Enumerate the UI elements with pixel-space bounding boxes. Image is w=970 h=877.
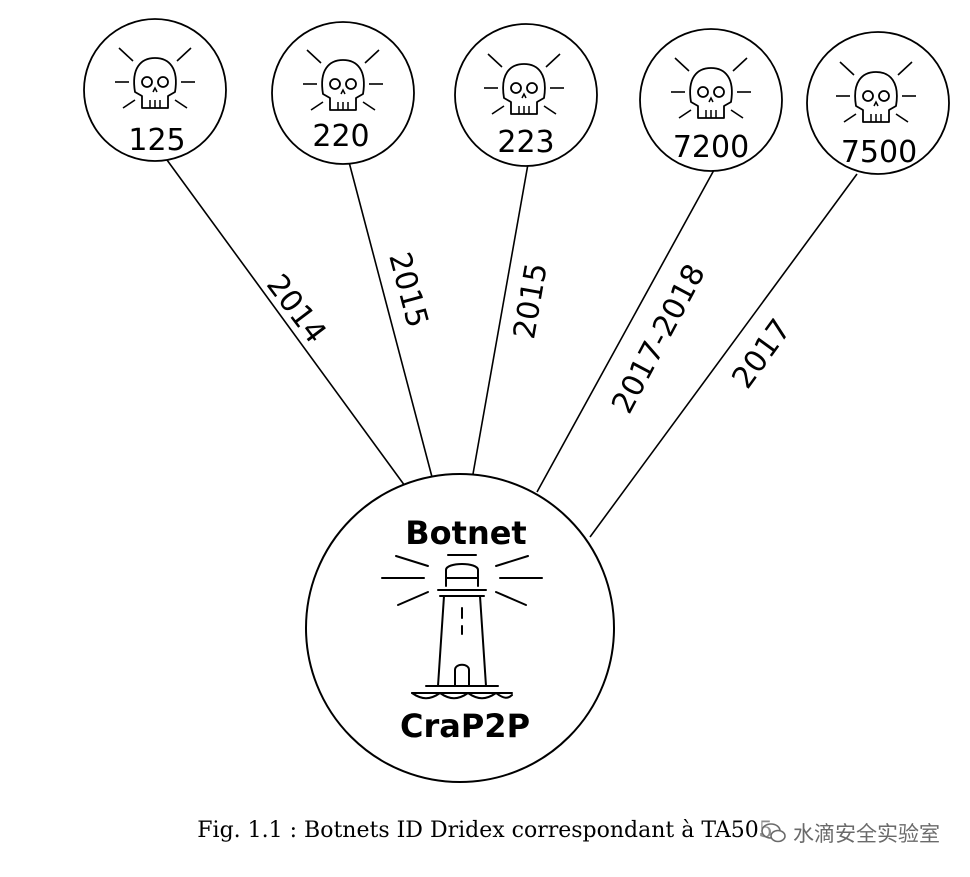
watermark-text: 水滴安全实验室 [793,822,940,846]
edge-7200 [536,169,715,493]
node-label-223: 223 [497,125,554,160]
node-125: 125 [83,18,227,162]
node-label-125: 125 [128,123,185,158]
node-223: 223 [454,23,598,167]
center-node: Botnet [305,473,615,783]
edge-223 [472,163,529,475]
center-title: Botnet [405,514,526,552]
edge-label-2015-b: 2015 [507,260,555,341]
figure-caption: Fig. 1.1 : Botnets ID Dridex corresponda… [0,818,970,843]
wechat-icon [761,823,786,843]
edge-125 [166,159,406,487]
node-220: 220 [271,21,415,165]
node-label-7500: 7500 [841,135,917,170]
watermark: 水滴安全实验室 [761,818,940,848]
edge-7500 [589,173,858,538]
lighthouse-icon [381,554,543,700]
node-7500: 7500 [806,31,950,175]
edge-label-2015-a: 2015 [381,249,435,332]
edge-label-2017: 2017 [725,313,798,395]
center-subtitle: CraP2P [400,707,530,745]
node-label-220: 220 [312,119,369,154]
edge-label-2014: 2014 [259,268,333,350]
node-7200: 7200 [639,28,783,172]
edge-220 [348,161,433,478]
node-label-7200: 7200 [673,130,749,165]
caption-text: Fig. 1.1 : Botnets ID Dridex corresponda… [197,818,773,843]
